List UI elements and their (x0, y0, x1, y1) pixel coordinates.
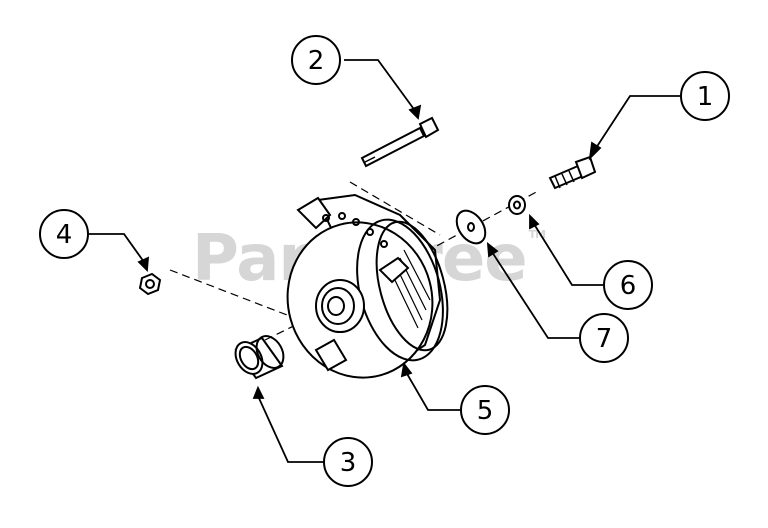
bolt-part (548, 155, 597, 190)
flat-washer-part (455, 209, 487, 245)
lock-washer-part (508, 195, 526, 215)
callout-5-label: 5 (477, 396, 494, 426)
callout-2-circle (291, 35, 341, 85)
callout-6-circle (603, 260, 653, 310)
callout-2-label: 2 (308, 46, 325, 76)
callout-4-circle (39, 209, 89, 259)
spacer-part (234, 335, 285, 380)
callout-5-circle (460, 385, 510, 435)
callout-4-label: 4 (56, 220, 73, 250)
callout-7-circle (579, 313, 629, 363)
callout-6-label: 6 (620, 271, 637, 301)
callout-3-label: 3 (340, 448, 357, 478)
callout-leaders (88, 59, 680, 463)
long-bolt-part (360, 116, 440, 168)
callout-3-circle (323, 437, 373, 487)
callout-1-label: 1 (697, 82, 714, 112)
callout-7-label: 7 (596, 324, 613, 354)
electric-clutch-part (286, 193, 449, 379)
callout-1-circle (680, 71, 730, 121)
nut-part (138, 272, 162, 296)
